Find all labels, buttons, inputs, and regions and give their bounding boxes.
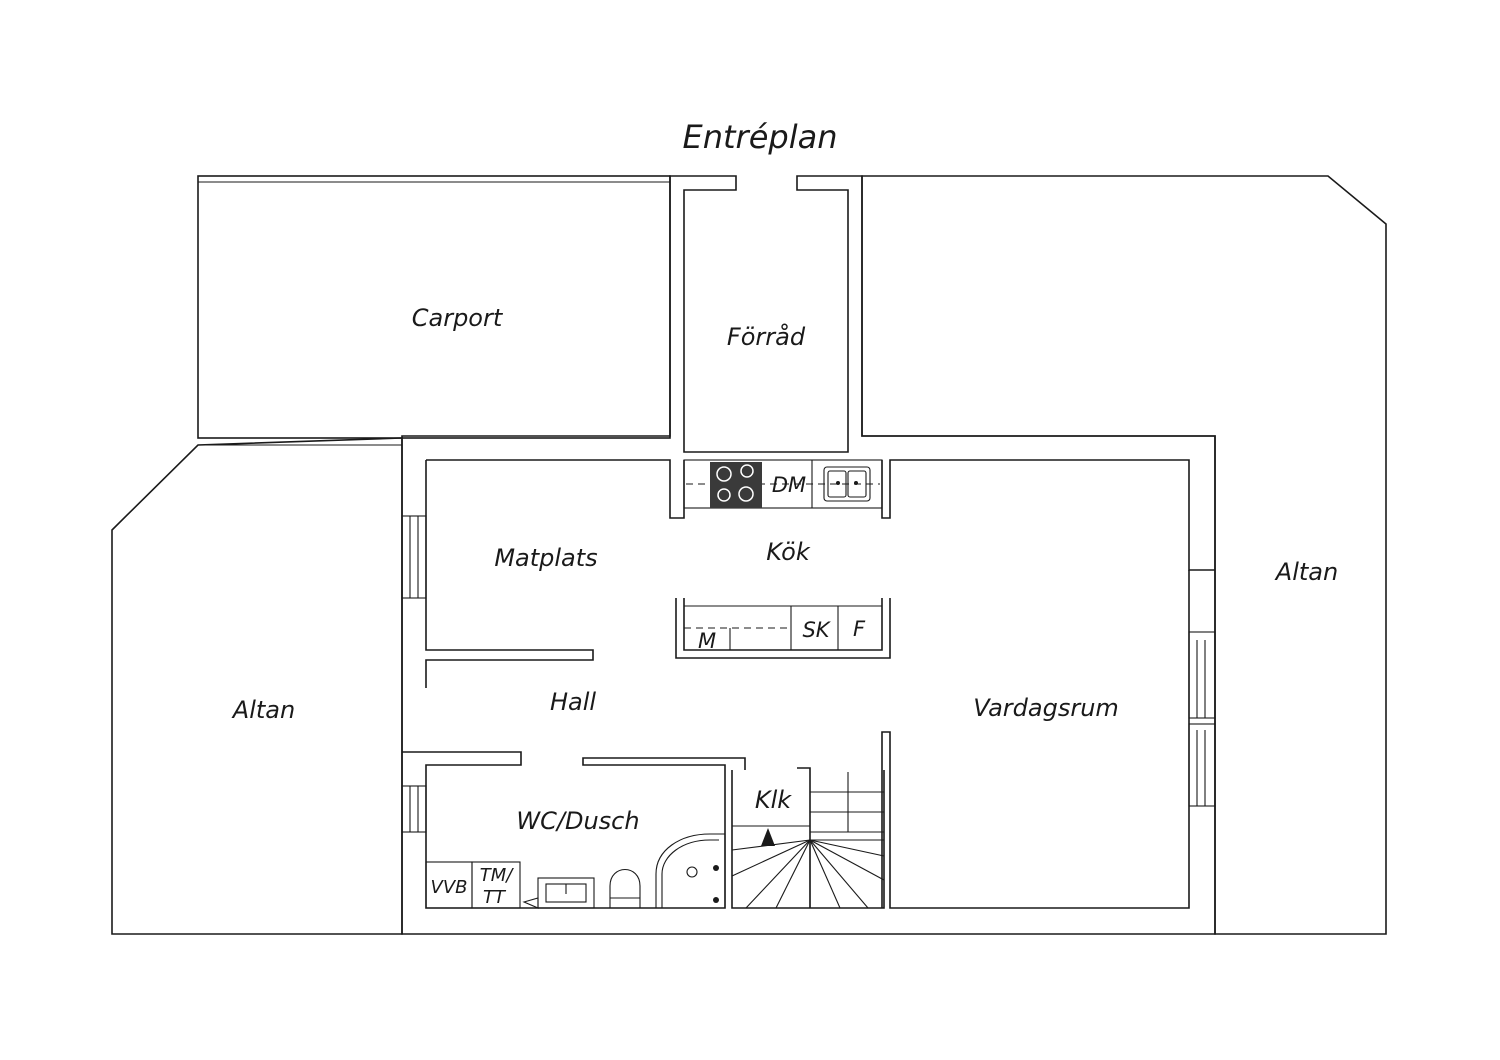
altan-right-area	[861, 175, 1387, 935]
room-label-hall: Hall	[550, 688, 596, 716]
bathroom-fixtures	[425, 861, 521, 909]
plan-title: Entréplan	[683, 118, 838, 156]
appliance-label-tm: TM/	[480, 865, 515, 886]
island-appliances	[684, 605, 882, 650]
room-label-kok: Kök	[766, 538, 811, 566]
appliance-label-tt: TT	[483, 887, 507, 908]
toilet-icon	[609, 869, 641, 909]
appliance-label-m: M	[698, 629, 716, 653]
room-label-wc: WC/Dusch	[516, 807, 639, 835]
room-label-altan-left: Altan	[231, 696, 295, 724]
appliance-label-vvb: VVB	[431, 877, 468, 898]
room-label-carport: Carport	[412, 304, 504, 332]
kitchen-sink-icon	[823, 466, 871, 502]
appliance-label-f: F	[853, 617, 866, 641]
windows	[401, 515, 1216, 833]
room-label-altan-right: Altan	[1274, 558, 1338, 586]
room-label-forrad: Förråd	[727, 322, 806, 351]
appliance-label-sk: SK	[802, 618, 831, 642]
room-label-vardagsrum: Vardagsrum	[973, 694, 1119, 722]
room-label-matplats: Matplats	[494, 544, 597, 572]
room-label-klk: Klk	[755, 786, 792, 814]
altan-left-area	[111, 437, 403, 935]
stove-icon	[710, 462, 762, 508]
stair-direction-arrow-icon	[761, 828, 775, 846]
appliance-label-dm: DM	[772, 473, 806, 497]
shower-icon	[655, 833, 726, 909]
sink-icon	[522, 877, 595, 909]
